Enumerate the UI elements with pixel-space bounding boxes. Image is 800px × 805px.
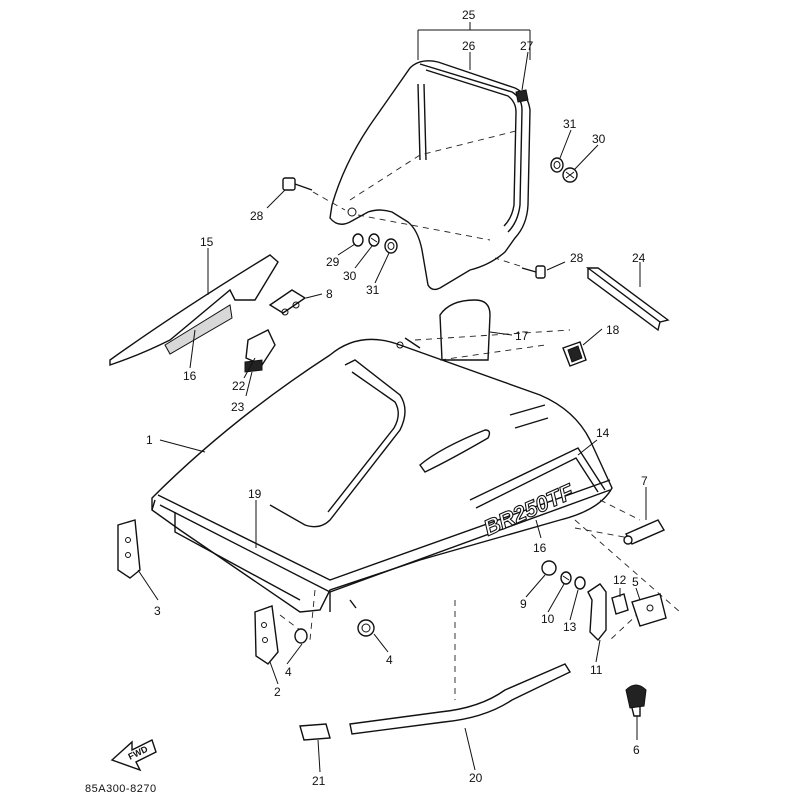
callout-1: 1	[146, 433, 153, 447]
callout-12: 12	[613, 573, 627, 587]
callout-5: 5	[632, 575, 639, 589]
callout-numbers: 25 26 27 31 30 28 29 30 31 28 24 15 8 17…	[146, 8, 648, 788]
bracket-2	[254, 605, 279, 665]
leader-lines	[137, 22, 647, 773]
washer-13	[574, 576, 586, 590]
callout-29: 29	[326, 255, 340, 269]
callout-26: 26	[462, 39, 476, 53]
bolt-28-right	[521, 265, 546, 279]
callout-13: 13	[563, 620, 577, 634]
callout-18: 18	[606, 323, 620, 337]
callout-4: 4	[285, 665, 292, 679]
callout-16: 16	[533, 541, 547, 555]
hood-1	[151, 337, 613, 613]
callout-21: 21	[312, 774, 326, 788]
callout-4: 4	[386, 653, 393, 667]
callout-27: 27	[520, 39, 534, 53]
grommet-9	[541, 560, 557, 576]
seal-strip-24	[585, 267, 670, 323]
latch-7	[623, 519, 666, 545]
callout-31: 31	[366, 283, 380, 297]
nut-washer-upper	[550, 157, 578, 183]
callout-22: 22	[232, 379, 246, 393]
callout-16: 16	[183, 369, 197, 383]
bolt-28-left	[282, 177, 313, 191]
knob-6	[625, 684, 647, 717]
callout-30: 30	[343, 269, 357, 283]
callout-28: 28	[570, 251, 584, 265]
windshield	[329, 60, 531, 291]
callout-15: 15	[200, 235, 214, 249]
callout-17: 17	[515, 329, 529, 343]
side-decal-15	[109, 254, 279, 366]
callout-24: 24	[632, 251, 646, 265]
clip-27	[515, 89, 529, 103]
callout-10: 10	[541, 612, 555, 626]
washers-lower-left	[352, 233, 398, 254]
callout-11: 11	[590, 663, 603, 677]
callout-31: 31	[563, 117, 577, 131]
strip-20	[349, 663, 572, 735]
pad-21	[299, 723, 331, 741]
grommet-4b	[357, 619, 375, 637]
bracket-3	[117, 519, 141, 579]
callout-7: 7	[641, 474, 648, 488]
bracket-22-23	[244, 329, 276, 373]
callout-3: 3	[154, 604, 161, 618]
callout-19: 19	[248, 487, 262, 501]
hinge-8	[268, 289, 307, 316]
hook-11	[587, 583, 607, 642]
callout-2: 2	[274, 685, 281, 699]
callout-14: 14	[596, 426, 610, 440]
latch-5	[631, 593, 667, 627]
forward-arrow-icon: FWD	[110, 739, 157, 772]
callout-25: 25	[462, 8, 476, 22]
drawing-code: 85A300-8270	[85, 783, 157, 795]
callout-9: 9	[520, 597, 527, 611]
pad-17	[439, 299, 491, 361]
callout-20: 20	[469, 771, 483, 785]
callout-28: 28	[250, 209, 264, 223]
grommet-4a	[294, 628, 308, 644]
callout-30: 30	[592, 132, 606, 146]
callout-23: 23	[231, 400, 245, 414]
callout-8: 8	[326, 287, 333, 301]
callout-6: 6	[633, 743, 640, 757]
